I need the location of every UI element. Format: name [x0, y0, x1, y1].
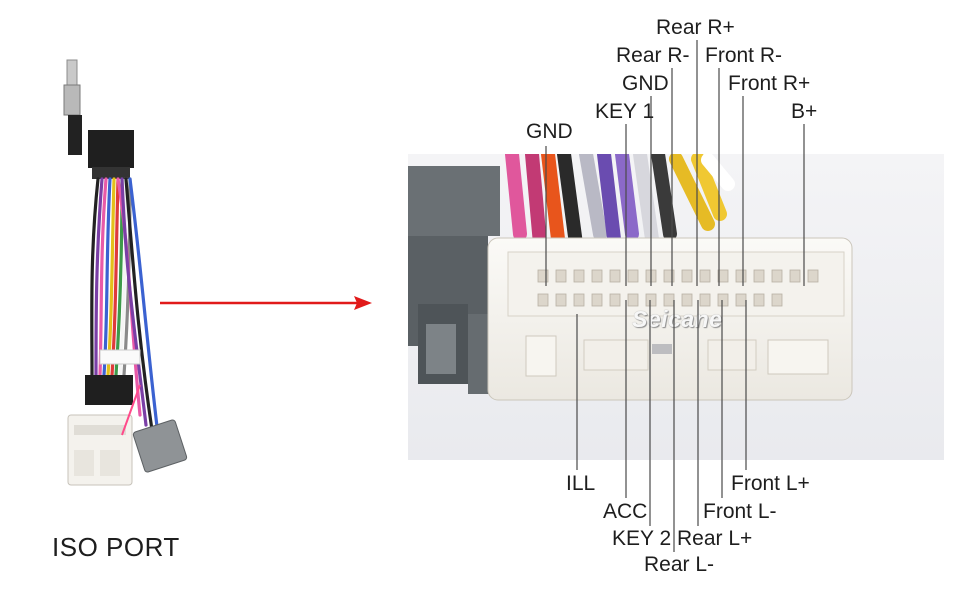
label-front-l-plus: Front L+ [731, 472, 810, 495]
label-key2: KEY 2 [612, 527, 672, 550]
label-rear-l-minus: Rear L- [644, 553, 715, 576]
brand-watermark: Seicane [632, 306, 723, 332]
label-rear-r-minus: Rear R- [616, 44, 690, 67]
connector-illustration [408, 154, 944, 460]
label-b-plus: B+ [791, 100, 818, 123]
arrow [160, 296, 372, 310]
label-key1: KEY 1 [595, 100, 655, 123]
label-front-r-plus: Front R+ [728, 72, 811, 95]
harness-illustration [63, 59, 188, 486]
label-acc: ACC [603, 500, 648, 523]
label-gnd-left: GND [526, 120, 573, 143]
label-front-r-minus: Front R- [705, 44, 783, 67]
label-rear-l-plus: Rear L+ [677, 527, 753, 550]
label-ill: ILL [566, 472, 596, 495]
label-front-l-minus: Front L- [703, 500, 777, 523]
label-rear-r-plus: Rear R+ [656, 16, 735, 39]
label-gnd-top: GND [622, 72, 669, 95]
iso-port-caption: ISO PORT [52, 532, 180, 562]
